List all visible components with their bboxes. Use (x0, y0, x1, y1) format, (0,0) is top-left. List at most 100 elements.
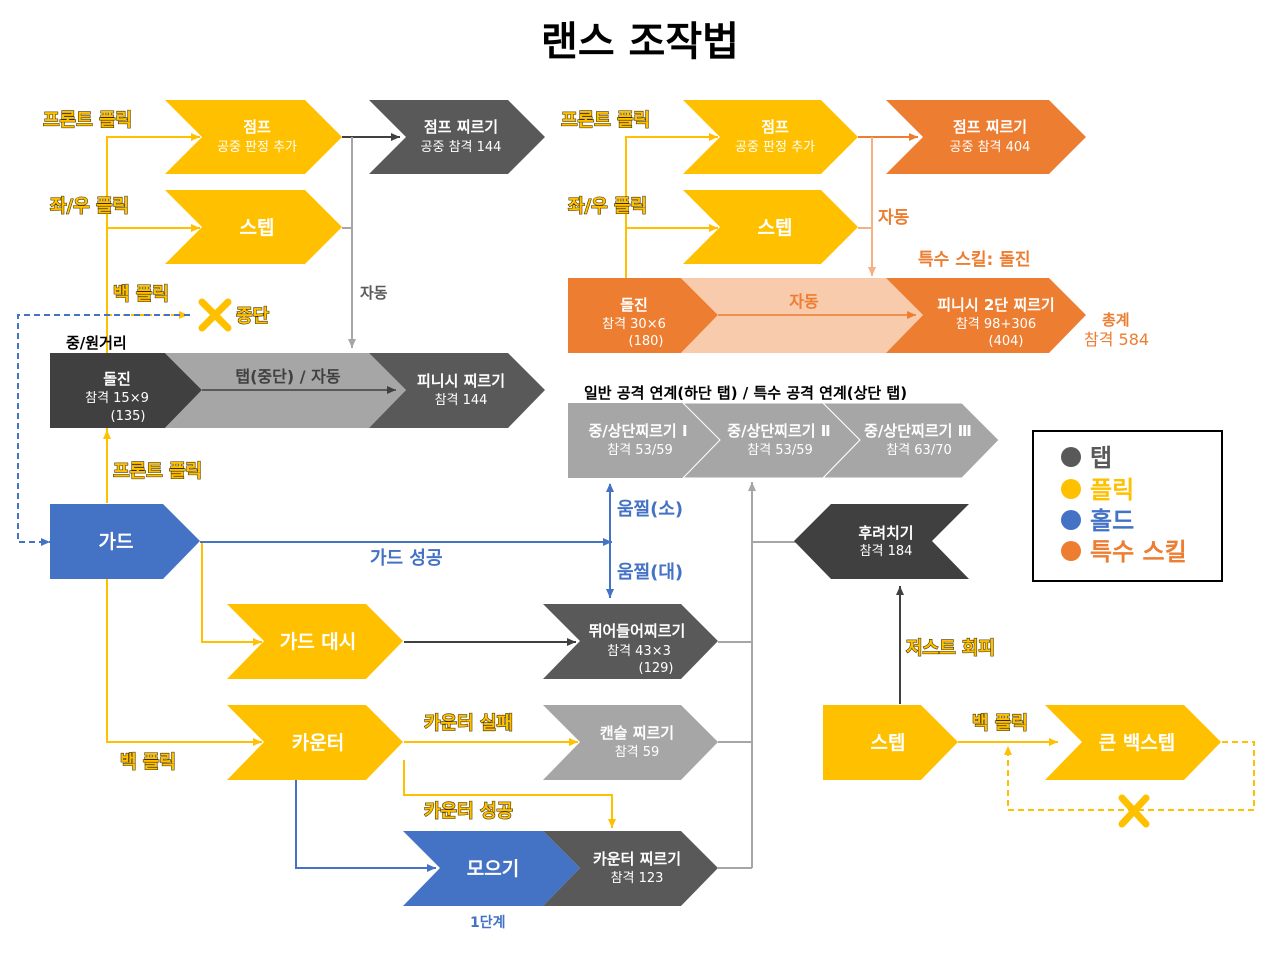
node-title: 카운터 찌르기 (593, 850, 681, 868)
legend-item-hold: 홀드 (1061, 507, 1134, 535)
legend-label: 특수 스킬 (1090, 538, 1187, 566)
node-title: 점프 (243, 118, 271, 136)
label-total: 총계 (1102, 311, 1130, 329)
legend-item-special-skill: 특수 스킬 (1061, 538, 1187, 566)
label-auto: 자동 (878, 208, 910, 228)
node-sub: 참격 53/59 (747, 443, 813, 458)
label-counter-fail: 카운터 실패 (424, 713, 513, 734)
node-step-right: 스텝 (683, 190, 858, 264)
label-auto: 자동 (360, 284, 388, 302)
label-stop: 중단 (236, 306, 270, 327)
node-jump-thrust-left: 점프 찌르기 공중 참격 144 (369, 100, 545, 174)
node-title: 돌진 (620, 296, 648, 314)
node-backhand: 후려치기 참격 184 (794, 504, 969, 579)
label-stage-1: 1단계 (470, 914, 506, 931)
node-title: 중/상단찌르기 Ⅲ (864, 422, 972, 440)
label-side-flick: 좌/우 플릭 (50, 196, 129, 217)
node-title: 캔슬 찌르기 (600, 724, 674, 742)
legend-dot (1061, 479, 1081, 499)
node-step-bottom: 스텝 (823, 705, 958, 780)
flick-connector (625, 133, 718, 278)
label-back-flick: 백 플릭 (113, 284, 169, 305)
node-title: 스텝 (871, 732, 906, 754)
auto-connector (342, 137, 353, 229)
node-charge-right: 돌진 참격 30×6 (180) (568, 278, 718, 353)
node-sub: 참격 15×9 (85, 391, 149, 406)
node-jump-right: 점프 공중 판정 추가 (683, 100, 858, 174)
node-title: 가드 대시 (280, 631, 357, 653)
node-sub: 참격 144 (435, 393, 488, 408)
node-sub: (129) (639, 661, 674, 676)
node-sub: 참격 53/59 (607, 443, 673, 458)
legend-label: 탭 (1090, 444, 1112, 472)
label-just-evade: 저스트 회피 (906, 638, 995, 659)
node-finish-thrust: 피니시 찌르기 참격 144 (369, 353, 545, 428)
label-special-skill: 특수 스킬: 돌진 (918, 250, 1030, 270)
node-gather: 모으기 (403, 831, 580, 906)
node-title: 점프 (761, 118, 789, 136)
node-sub: 참격 98+306 (956, 317, 1036, 332)
node-title: 자동 (789, 292, 819, 311)
label-total-value: 참격 584 (1084, 330, 1149, 349)
node-title: 후려치기 (858, 524, 913, 542)
label-front-flick: 프론트 플릭 (113, 461, 202, 482)
node-title: 가드 (99, 531, 134, 553)
label-combo: 일반 공격 연계(하단 탭) / 특수 공격 연계(상단 탭) (584, 384, 907, 402)
label-back-flick: 백 플릭 (120, 752, 176, 773)
node-leap-thrust: 뛰어들어찌르기 참격 43×3 (129) (543, 604, 718, 679)
node-finish-double: 피니시 2단 찌르기 참격 98+306 (404) (886, 278, 1086, 353)
node-sub: (135) (111, 409, 146, 424)
node-title: 큰 백스텝 (1099, 732, 1176, 754)
node-sub: 공중 참격 144 (421, 140, 502, 155)
node-tap-stop-auto: 탭(중단) / 자동 (165, 353, 406, 428)
node-sub: (180) (629, 334, 664, 349)
node-guard: 가드 (50, 504, 200, 579)
auto-connector (858, 137, 873, 229)
node-title: 뛰어들어찌르기 (589, 622, 686, 640)
node-title: 중/상단찌르기 Ⅱ (727, 422, 830, 440)
legend: 탭 플릭 홀드 특수 스킬 (1032, 430, 1223, 582)
node-sub: (404) (989, 334, 1024, 349)
node-counter: 카운터 (227, 705, 403, 780)
node-sub: 참격 184 (860, 544, 913, 559)
diagram-title: 랜스 조작법 (541, 19, 739, 65)
legend-item-flick: 플릭 (1061, 476, 1134, 504)
label-mid-long-range: 중/원거리 (66, 334, 127, 352)
node-step-left: 스텝 (165, 190, 342, 264)
node-thrust-2: 중/상단찌르기 Ⅱ 참격 53/59 (681, 402, 861, 479)
node-counter-thrust: 카운터 찌르기 참격 123 (543, 831, 718, 906)
node-sub: 참격 123 (611, 871, 664, 886)
cancel-x-icon (1118, 794, 1150, 828)
guard-stop-connector (17, 314, 190, 546)
flick-connector (106, 579, 262, 746)
node-title: 카운터 (292, 732, 344, 754)
label-side-flick: 좌/우 플릭 (568, 196, 647, 217)
flick-connector (201, 542, 262, 646)
label-flinch-large: 움찔(대) (617, 562, 683, 583)
node-sub: 참격 59 (615, 745, 660, 760)
node-thrust-3: 중/상단찌르기 Ⅲ 참격 63/70 (821, 402, 1000, 479)
label-front-flick: 프론트 플릭 (561, 110, 650, 131)
label-counter-success: 카운터 성공 (424, 801, 513, 822)
label-flinch-small: 움찔(소) (617, 499, 683, 520)
counter-success-connector (403, 760, 616, 828)
label-guard-success: 가드 성공 (370, 548, 443, 569)
label-back-flick: 백 플릭 (972, 713, 1028, 734)
node-title: 피니시 2단 찌르기 (937, 296, 1054, 314)
node-thrust-1: 중/상단찌르기 Ⅰ 참격 53/59 (568, 403, 720, 478)
cancel-x-icon (198, 298, 232, 332)
node-jump-left: 점프 공중 판정 추가 (165, 100, 342, 174)
legend-label: 플릭 (1090, 476, 1134, 504)
legend-label: 홀드 (1090, 507, 1134, 535)
node-sub: 참격 43×3 (607, 644, 671, 659)
hold-connector (295, 780, 436, 872)
cancel-loop-connector (1004, 741, 1255, 811)
node-title: 모으기 (467, 858, 519, 880)
node-title: 점프 찌르기 (953, 118, 1027, 136)
node-sub: 공중 참격 404 (950, 140, 1031, 155)
legend-dot (1061, 447, 1081, 467)
legend-item-tap: 탭 (1061, 444, 1112, 472)
node-title: 돌진 (103, 370, 131, 388)
node-title: 점프 찌르기 (424, 118, 498, 136)
